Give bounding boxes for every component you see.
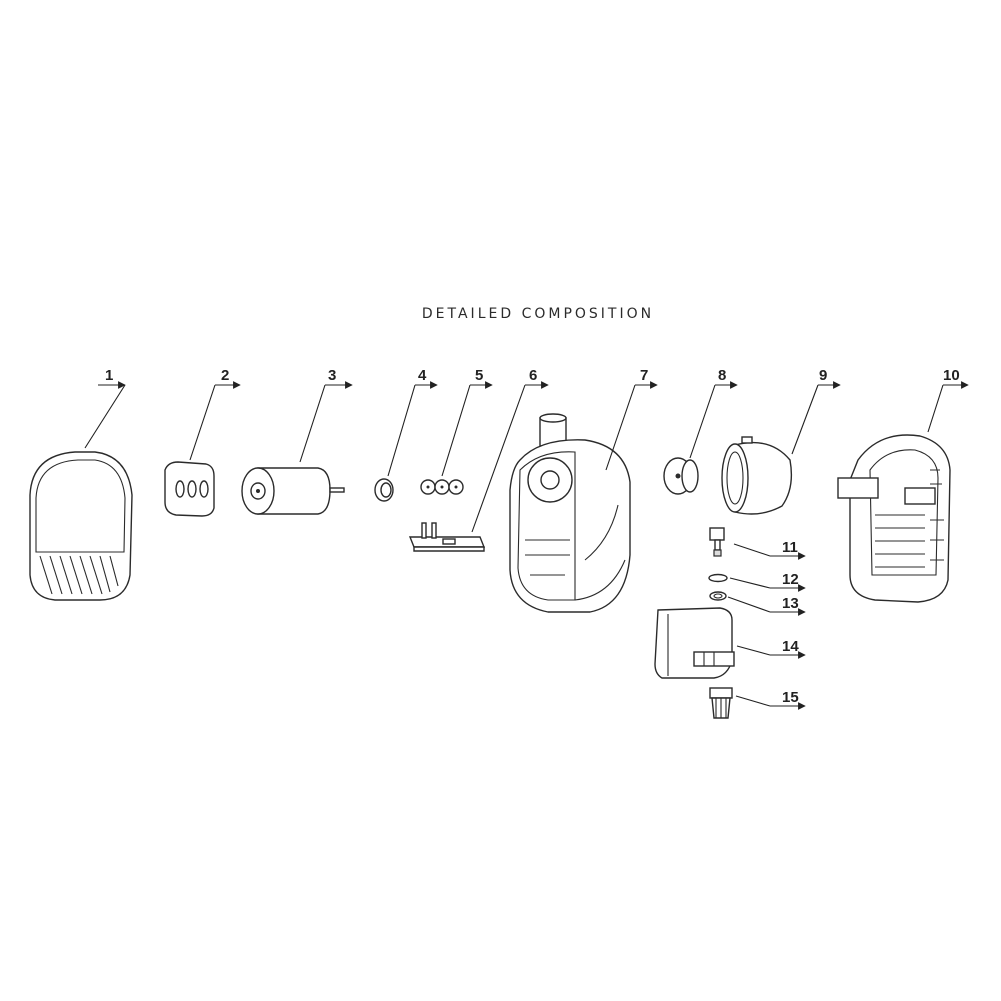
callout-2: 2 [221, 367, 229, 384]
part-4-bearing [374, 478, 394, 502]
callout-3: 3 [328, 367, 336, 384]
callout-numbers: 1 2 3 4 5 6 7 8 9 10 11 12 13 14 15 [105, 367, 960, 706]
part-8-impeller [663, 457, 699, 495]
part-12-o-ring [708, 573, 728, 583]
diagram-title: DETAILED COMPOSITION [421, 306, 655, 322]
part-9-impeller-cover [721, 436, 793, 515]
part-3-motor [241, 467, 345, 515]
callout-5: 5 [475, 367, 483, 384]
part-15-outlet-connector [709, 687, 733, 719]
callout-11: 11 [782, 539, 798, 556]
callout-6: 6 [529, 367, 537, 384]
part-10-slots [875, 469, 944, 568]
part-14-switch-housing [654, 607, 735, 679]
callout-4: 4 [418, 367, 427, 384]
part-6-terminal-strip [408, 522, 486, 552]
callout-leaders [84, 385, 968, 706]
part-1-front-cover [29, 451, 133, 601]
callout-10: 10 [943, 367, 960, 384]
part-5-washers [420, 479, 464, 495]
part-13-seal-ring [709, 591, 727, 601]
callout-9: 9 [819, 367, 827, 384]
callout-15: 15 [782, 689, 799, 706]
callout-1: 1 [105, 367, 113, 384]
callout-12: 12 [782, 571, 799, 588]
part-7-main-housing [509, 413, 631, 613]
part-2-brush-plate [164, 461, 215, 517]
part-11-valve [709, 527, 725, 557]
callout-14: 14 [782, 638, 799, 655]
callout-13: 13 [782, 595, 799, 612]
part-1-grille [39, 555, 119, 595]
callout-7: 7 [640, 367, 648, 384]
callout-8: 8 [718, 367, 726, 384]
part-10-base-strainer [837, 434, 951, 603]
